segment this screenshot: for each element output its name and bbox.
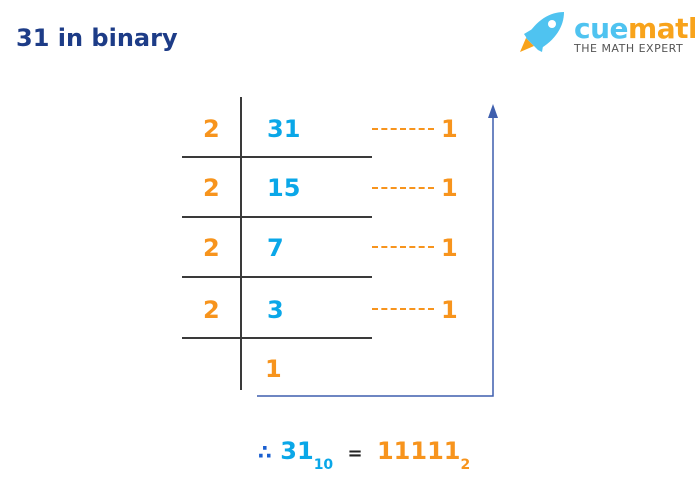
dividend: 31 bbox=[267, 115, 301, 143]
divisor: 2 bbox=[203, 234, 220, 262]
remainder: 1 bbox=[441, 174, 458, 202]
remainder: 1 bbox=[441, 115, 458, 143]
arrowhead-icon bbox=[488, 104, 498, 118]
cuemath-logo: cuemath bbox=[574, 12, 695, 45]
binary-base: 2 bbox=[460, 457, 471, 473]
dividend: 7 bbox=[267, 234, 284, 262]
division-line bbox=[182, 337, 372, 339]
binary-value: 11111 bbox=[376, 437, 461, 465]
remainder: 1 bbox=[441, 296, 458, 324]
page-title: 31 in binary bbox=[16, 24, 178, 52]
logo-tagline: THE MATH EXPERT bbox=[574, 42, 684, 55]
rocket-logo-icon bbox=[520, 12, 564, 52]
decimal-value: 31 bbox=[280, 437, 314, 465]
decimal-base: 10 bbox=[313, 457, 334, 473]
division-line bbox=[182, 216, 372, 218]
division-line bbox=[182, 276, 372, 278]
dividend: 3 bbox=[267, 296, 284, 324]
dashed-connector bbox=[372, 308, 434, 310]
result-equation: ∴ 3110 = 111112 bbox=[258, 437, 470, 473]
therefore-symbol: ∴ bbox=[258, 440, 272, 464]
divisor: 2 bbox=[203, 296, 220, 324]
division-vertical-line bbox=[240, 97, 242, 390]
dashed-connector bbox=[372, 128, 434, 130]
dashed-connector bbox=[372, 246, 434, 248]
division-line bbox=[182, 156, 372, 158]
dashed-connector bbox=[372, 187, 434, 189]
final-quotient: 1 bbox=[265, 355, 282, 383]
divisor: 2 bbox=[203, 174, 220, 202]
equals-sign: = bbox=[347, 443, 363, 464]
divisor: 2 bbox=[203, 115, 220, 143]
remainder: 1 bbox=[441, 234, 458, 262]
dividend: 15 bbox=[267, 174, 301, 202]
